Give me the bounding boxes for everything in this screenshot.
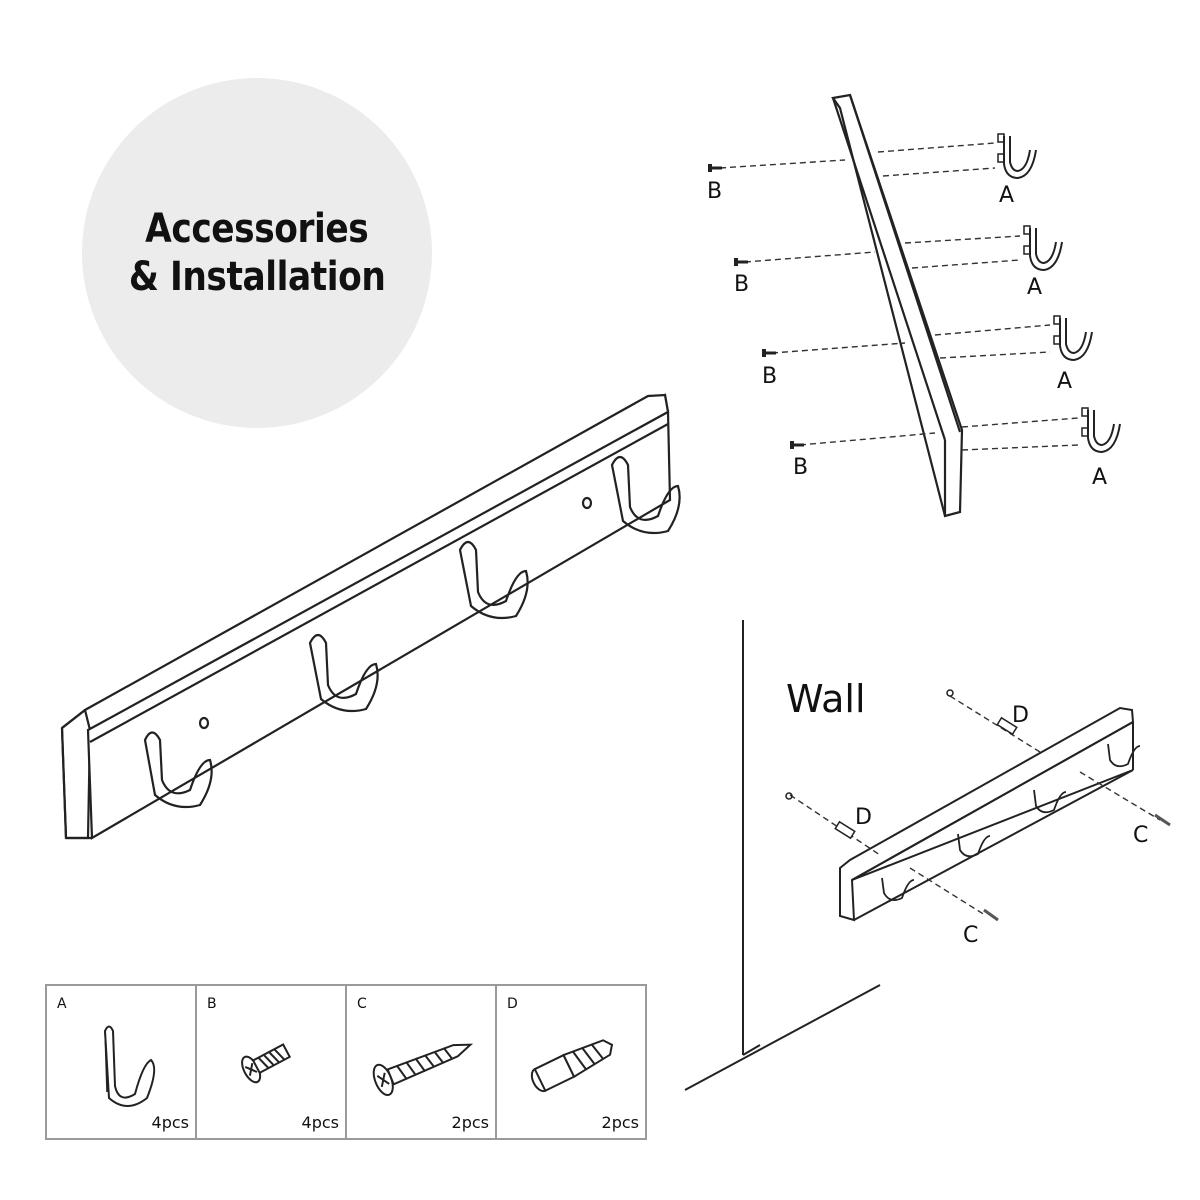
main-hook-rack xyxy=(60,393,672,840)
title-badge: Accessories & Installation xyxy=(82,78,432,428)
accessory-qty: 2pcs xyxy=(601,1113,639,1132)
wall-label-c-2: C xyxy=(963,923,978,948)
wall-rack xyxy=(839,706,1135,922)
exploded-label-a-1: A xyxy=(999,183,1014,208)
floor-edge xyxy=(684,984,881,1091)
exploded-label-b-4: B xyxy=(793,455,808,480)
exploded-view: B B B B A A A A xyxy=(706,93,1121,518)
wall-label-d-2: D xyxy=(855,805,872,830)
wall-mount-view: Wall D D C C xyxy=(684,620,1171,1091)
exploded-label-b-2: B xyxy=(734,272,749,297)
long-screw-icon xyxy=(372,1043,474,1097)
main-rack-hooks xyxy=(143,455,681,809)
wall-rack-hooks xyxy=(881,743,1141,902)
title-line-2: & Installation xyxy=(128,254,386,300)
exploded-label-b-3: B xyxy=(762,364,777,389)
title-line-1: Accessories xyxy=(145,206,369,252)
accessory-letter: D xyxy=(507,996,518,1012)
main-hook-1 xyxy=(143,731,213,809)
wall-label-d-1: D xyxy=(1012,703,1029,728)
wall-anchor-icon xyxy=(530,1039,614,1093)
wall-label-c-1: C xyxy=(1133,823,1148,848)
accessory-d: D 2pcs xyxy=(497,986,645,1138)
accessory-letter: A xyxy=(57,996,67,1012)
accessory-letter: C xyxy=(357,996,367,1012)
accessory-c: C 2pcs xyxy=(347,986,497,1138)
wall-label: Wall xyxy=(786,677,866,721)
main-hook-4 xyxy=(610,455,681,535)
exploded-label-a-2: A xyxy=(1027,275,1042,300)
accessory-letter: B xyxy=(207,996,217,1012)
accessory-qty: 4pcs xyxy=(151,1113,189,1132)
exploded-label-a-3: A xyxy=(1057,369,1072,394)
exploded-board xyxy=(831,93,964,518)
exploded-label-a-4: A xyxy=(1092,465,1107,490)
main-hook-3 xyxy=(458,540,529,620)
accessory-b: B 4pcs xyxy=(197,986,347,1138)
short-screw-icon xyxy=(241,1043,292,1084)
accessory-qty: 2pcs xyxy=(451,1113,489,1132)
hook-icon xyxy=(103,1025,156,1107)
main-hook-2 xyxy=(308,633,379,713)
exploded-label-b-1: B xyxy=(707,179,722,204)
accessories-table: A 4pcs B 4pcs C xyxy=(45,984,647,1140)
accessory-a: A 4pcs xyxy=(47,986,197,1138)
accessory-qty: 4pcs xyxy=(301,1113,339,1132)
